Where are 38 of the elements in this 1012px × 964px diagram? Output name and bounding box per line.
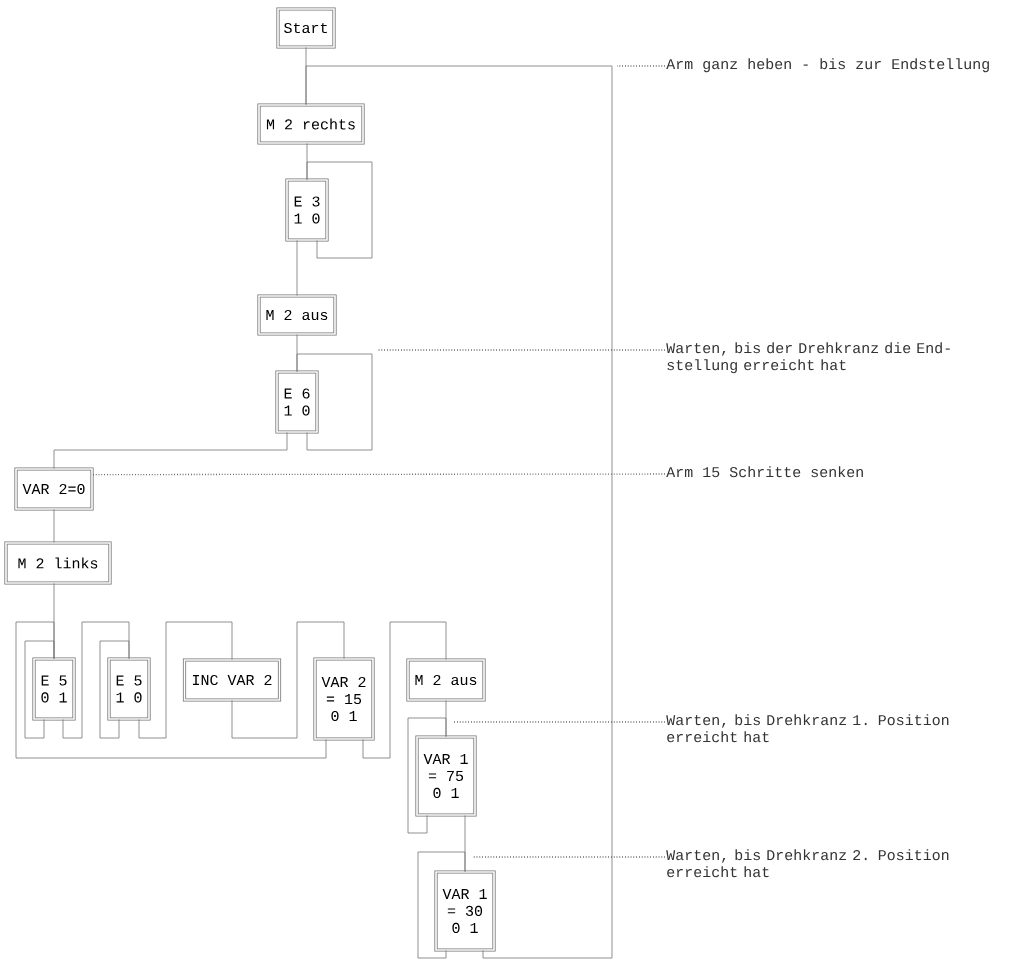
decision-box: E 5 1 0 bbox=[107, 657, 151, 721]
leader-line bbox=[471, 856, 666, 858]
decision-box: VAR 1 = 30 0 1 bbox=[434, 870, 496, 952]
process-box: M 2 aus bbox=[406, 658, 486, 702]
decision-box: E 3 1 0 bbox=[285, 178, 329, 242]
flow-line bbox=[53, 509, 55, 543]
process-box: VAR 2=0 bbox=[14, 467, 94, 511]
process-box: Start bbox=[276, 7, 336, 49]
flow-line bbox=[296, 353, 373, 451]
annotation-text: Warten, bis Drehkranz 2. Position erreicht hat bbox=[666, 849, 949, 878]
flow-line bbox=[231, 621, 345, 739]
annotation-text: Warten, bis der Drehkranz die End- stellung erreicht hat bbox=[666, 342, 950, 374]
flow-line bbox=[15, 621, 327, 759]
flow-line bbox=[306, 161, 373, 259]
flow-line bbox=[362, 621, 447, 759]
flow-line bbox=[296, 240, 298, 296]
flow-line bbox=[417, 851, 466, 959]
flow-line bbox=[407, 717, 447, 834]
process-box: M 2 aus bbox=[257, 294, 337, 336]
decision-box: VAR 2 = 15 0 1 bbox=[313, 657, 375, 741]
flow-line bbox=[24, 640, 55, 739]
flow-line bbox=[53, 432, 288, 469]
decision-box: E 6 1 0 bbox=[275, 370, 319, 434]
flow-line bbox=[138, 621, 233, 739]
annotation-text: Arm ganz heben - bis zur Endstellung bbox=[666, 58, 989, 73]
leader-line bbox=[616, 65, 666, 67]
process-box: M 2 links bbox=[4, 541, 112, 585]
leader-line bbox=[91, 473, 666, 476]
process-box: M 2 rechts bbox=[257, 103, 365, 145]
process-box: INC VAR 2 bbox=[182, 658, 282, 702]
decision-box: E 5 0 1 bbox=[32, 657, 76, 721]
leader-line bbox=[452, 721, 666, 723]
decision-box: VAR 1 = 75 0 1 bbox=[415, 735, 477, 817]
flow-line bbox=[305, 65, 613, 959]
annotation-text: Arm 15 Schritte senken bbox=[666, 466, 863, 478]
flow-line bbox=[99, 640, 130, 739]
flow-line bbox=[62, 621, 130, 739]
annotation-text: Warten, bis Drehkranz 1. Position erreicht hat bbox=[666, 714, 949, 743]
